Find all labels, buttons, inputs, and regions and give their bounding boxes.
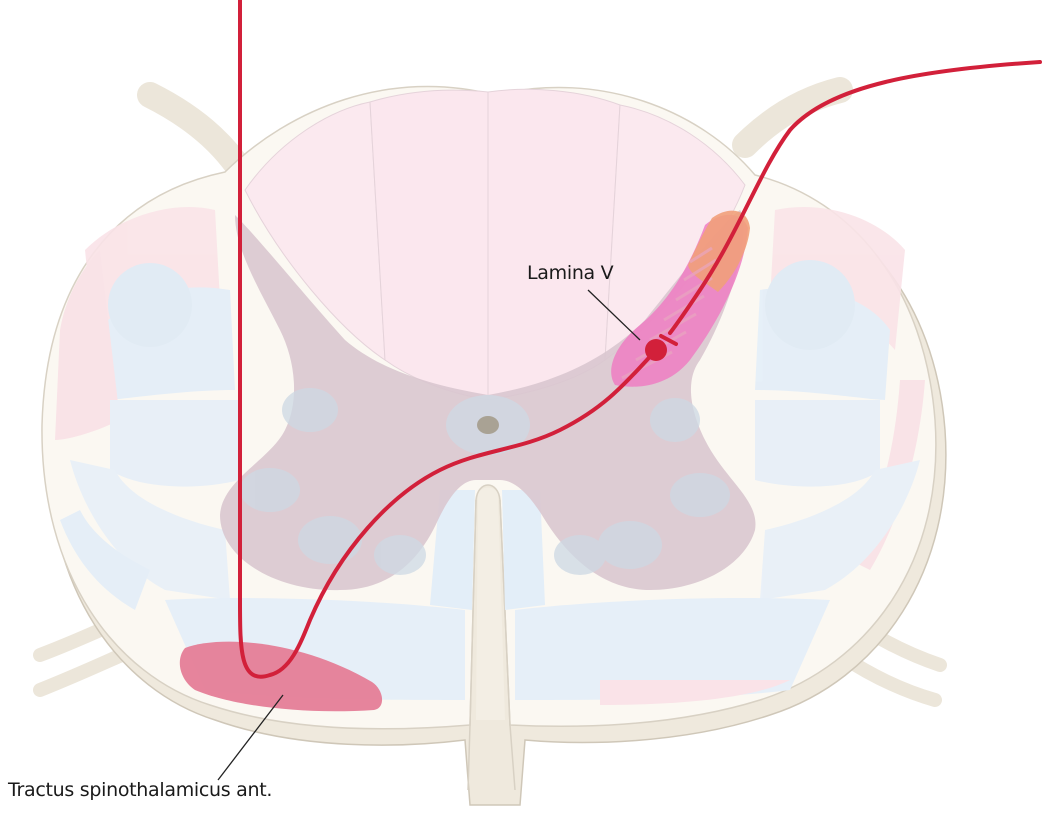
nucleus-left-2 <box>240 468 300 512</box>
dorsal-column-inner-right <box>488 89 620 400</box>
neuron-cell-body-icon <box>645 339 667 361</box>
nucleus-left-4 <box>374 535 426 575</box>
dorsal-column-inner-left <box>370 90 488 400</box>
lamina-v-label: Lamina V <box>527 262 613 284</box>
tract-right-blue-2 <box>755 400 880 487</box>
nucleus-right-1 <box>650 398 700 442</box>
nucleus-left-1 <box>282 388 338 432</box>
nucleus-right-3 <box>598 521 662 569</box>
nucleus-left-3 <box>298 516 362 564</box>
nucleus-right-4 <box>554 535 606 575</box>
central-canal <box>477 416 499 434</box>
tract-left-blue-2 <box>110 400 240 487</box>
tract-right-circle-1 <box>765 260 855 350</box>
tract-left-circle-1 <box>108 263 192 347</box>
tractus-spinothalamicus-label: Tractus spinothalamicus ant. <box>8 779 272 801</box>
nucleus-right-2 <box>670 473 730 517</box>
dorsal-root-right <box>745 90 840 145</box>
